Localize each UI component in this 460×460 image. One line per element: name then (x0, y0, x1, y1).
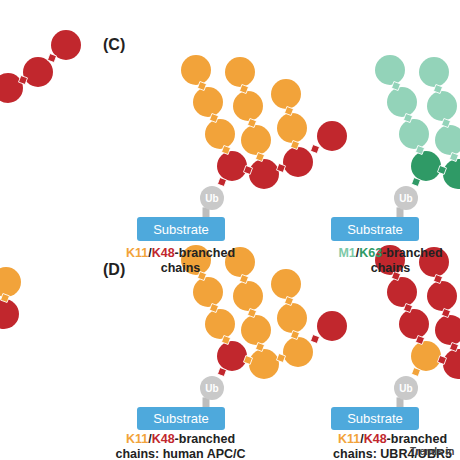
caption-part: / (360, 432, 363, 446)
ubiquitin-circle (200, 186, 224, 210)
ubiquitin-linker (397, 397, 404, 408)
ubiquitin-circle (0, 73, 23, 103)
caption-part: K48 (364, 432, 387, 446)
panel-caption: M1/K63-branched chains (318, 246, 460, 275)
node-text: Substrate (347, 411, 403, 426)
caption-part: / (148, 246, 151, 260)
caption-part: / (356, 246, 359, 260)
ubiquitin-node: Ub (394, 376, 418, 400)
ubiquitin-circle (0, 299, 19, 329)
caption-part: K11 (338, 432, 360, 446)
linkage-square (1, 294, 10, 303)
panel-letter: (D) (103, 261, 143, 279)
node-text: Ub (205, 383, 218, 394)
m1-k63-branched-chain (375, 55, 460, 189)
node-text: Substrate (347, 222, 403, 237)
panel-caption: K11/K48-branched chains (108, 246, 253, 275)
caption-part: -branched chains (371, 246, 443, 275)
substrate-box: Substrate (137, 217, 225, 241)
partial-chain-left (0, 30, 81, 329)
caption-part: K48 (152, 432, 175, 446)
panel-letter: (C) (103, 36, 143, 54)
caption-part: / (148, 432, 151, 446)
ubiquitin-circle (394, 376, 418, 400)
ubiquitin-circle (23, 57, 53, 87)
substrate-box: Substrate (331, 217, 419, 241)
ubiquitin-node: Ub (200, 186, 224, 210)
caption-part: K11 (126, 432, 148, 446)
ubiquitin-circle (200, 376, 224, 400)
node-text: Ub (399, 193, 412, 204)
ubiquitin-node: Ub (394, 186, 418, 210)
caption-part: K48 (152, 246, 175, 260)
ubiquitin-circle (0, 267, 21, 297)
watermark: Trends in (410, 446, 460, 458)
caption-part: M1 (338, 246, 355, 260)
caption-part: K63 (359, 246, 382, 260)
linkage-square (19, 76, 28, 85)
node-text: Substrate (153, 222, 209, 237)
node-text: Substrate (153, 411, 209, 426)
ubiquitin-linker (203, 207, 210, 218)
substrate-box: Substrate (331, 407, 419, 430)
ubiquitin-circle (394, 186, 418, 210)
linkage-square (48, 54, 57, 63)
apcc-branched-chain (181, 245, 347, 379)
caption-part: K11 (126, 246, 148, 260)
k11-k48-branched-chain (181, 55, 347, 189)
substrate-box: Substrate (137, 407, 225, 430)
panel-caption: K11/K48-branched chains: human APC/C (108, 432, 253, 460)
node-text: Ub (205, 193, 218, 204)
ubiquitin-linker (203, 397, 210, 408)
node-text: Ub (399, 383, 412, 394)
ubiquitin-linker (397, 207, 404, 218)
ubiquitin-node: Ub (200, 376, 224, 400)
